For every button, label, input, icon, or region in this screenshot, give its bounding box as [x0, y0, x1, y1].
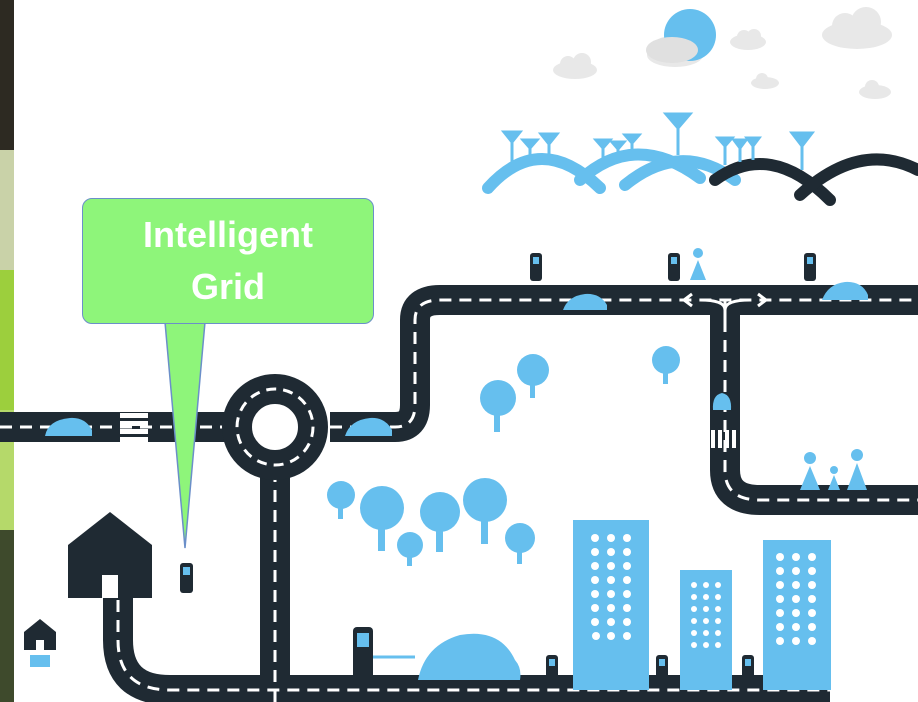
people-icon [690, 248, 867, 490]
cloud-icon [553, 53, 597, 79]
cloud-icon [751, 73, 779, 89]
house-icon [68, 512, 152, 598]
crosswalk [120, 413, 736, 448]
charging-station-icon [180, 253, 816, 685]
wind-turbine-icon [500, 112, 816, 170]
intelligent-grid-callout: Intelligent Grid [82, 198, 374, 324]
small-house-icon [24, 619, 56, 667]
bridge-icon [482, 148, 918, 206]
callout-line-1: Intelligent [143, 214, 313, 255]
turn-arrows [681, 292, 769, 330]
callout-line-2: Grid [190, 266, 265, 307]
building-windows [591, 534, 816, 648]
background-photo-strip [0, 0, 14, 702]
clouds [553, 7, 892, 99]
cloud-icon [730, 29, 766, 50]
tree-icon [327, 346, 680, 566]
roundabout [222, 374, 328, 480]
cloud-icon [822, 7, 892, 49]
cloud-icon [859, 80, 891, 99]
sun-icon [646, 9, 716, 63]
electric-car-icon [45, 281, 868, 680]
